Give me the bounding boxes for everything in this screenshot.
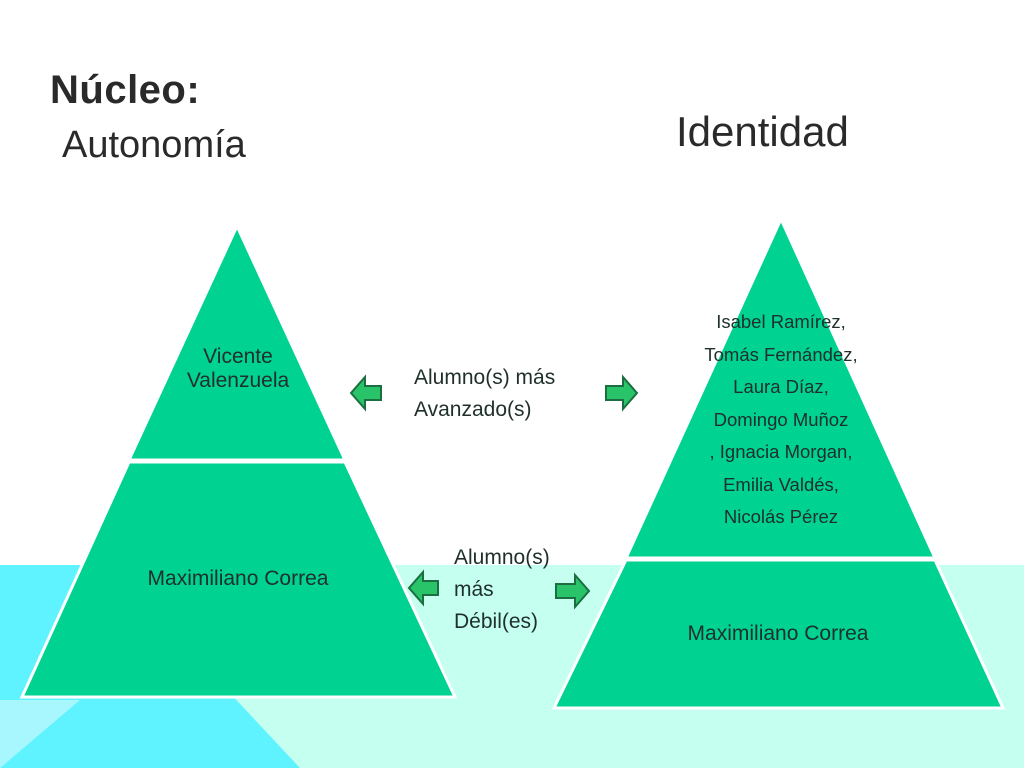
arrow-right-icon xyxy=(555,572,591,610)
left-pyramid-bottom xyxy=(19,460,458,699)
label-weak-line: más xyxy=(454,578,494,601)
list-item: Domingo Muñoz xyxy=(713,408,849,430)
left-pyramid xyxy=(19,222,458,699)
list-item: Tomás Fernández, xyxy=(704,343,858,365)
title-nucleo: Núcleo: xyxy=(50,68,201,112)
right-pyramid-top xyxy=(623,215,938,560)
arrow-left-icon xyxy=(407,569,439,607)
list-item: Emilia Valdés, xyxy=(723,473,839,495)
arrow-right-icon xyxy=(605,374,639,412)
list-item: Nicolás Pérez xyxy=(723,506,839,527)
list-item: Isabel Ramírez, xyxy=(716,311,846,332)
label-advanced-line: Avanzado(s) xyxy=(414,398,532,421)
arrow-left-icon xyxy=(349,374,382,412)
label-advanced-line: Alumno(s) más xyxy=(414,366,556,389)
left-pyramid-top-label: Vicente Valenzuela xyxy=(186,345,290,392)
right-pyramid xyxy=(551,215,1006,710)
label-weak-line: Alumno(s) xyxy=(454,546,550,569)
label-weak: Alumno(s) más Débil(es) xyxy=(454,542,550,638)
right-pyramid-top-list: Isabel Ramírez, Tomás Fernández, Laura D… xyxy=(672,306,890,534)
title-identidad: Identidad xyxy=(676,108,849,155)
background-light-wedge xyxy=(0,700,80,768)
list-item: , Ignacia Morgan, xyxy=(709,441,853,462)
left-pyramid-top xyxy=(126,222,348,462)
title-autonomia: Autonomía xyxy=(62,124,246,166)
list-item: Laura Díaz, xyxy=(733,376,829,397)
right-pyramid-bottom-label: Maximiliano Correa xyxy=(687,622,869,645)
label-weak-line: Débil(es) xyxy=(454,610,539,633)
right-pyramid-bottom xyxy=(551,558,1006,710)
label-advanced: Alumno(s) más Avanzado(s) xyxy=(414,362,555,426)
left-pyramid-bottom-label: Maximiliano Correa xyxy=(147,567,329,590)
